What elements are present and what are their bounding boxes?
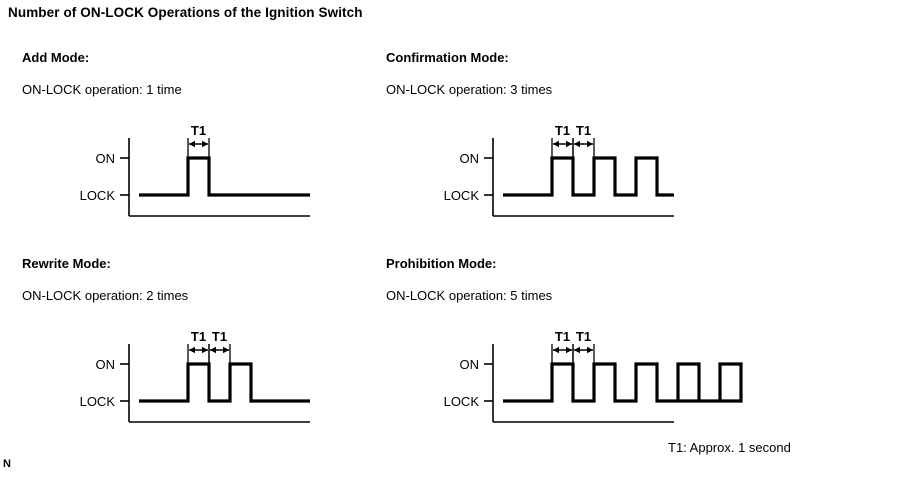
lock-level-label: LOCK: [444, 188, 480, 203]
waveform-rewrite-mode: ON LOCK T1 T1: [80, 329, 310, 423]
t1-label: T1: [555, 329, 570, 344]
on-level-label: ON: [96, 151, 116, 166]
t1-dimension-1: T1: [551, 329, 574, 364]
page-title: Number of ON-LOCK Operations of the Igni…: [8, 5, 363, 20]
t1-label: T1: [191, 329, 206, 344]
on-level-label: ON: [96, 357, 116, 372]
signal-trace: [139, 362, 310, 403]
t1-dimension-2: T1: [572, 329, 595, 364]
t1-label: T1: [212, 329, 227, 344]
lock-level-label: LOCK: [80, 394, 116, 409]
t1-dimension-1: T1: [187, 329, 210, 364]
t1-dimension-1: T1: [551, 123, 574, 158]
t1-label: T1: [191, 123, 206, 138]
panel-title-rewrite-mode: Rewrite Mode:: [22, 256, 111, 271]
panel-title-add-mode: Add Mode:: [22, 50, 90, 65]
t1-label: T1: [555, 123, 570, 138]
waveform-prohibition-mode: ON LOCK T1 T1: [444, 329, 743, 423]
panel-operation-count-confirmation-mode: ON-LOCK operation: 3 times: [386, 82, 553, 97]
waveform-container-confirmation-mode: ON LOCK T1 T1: [372, 106, 824, 226]
waveform-container-prohibition-mode: ON LOCK T1 T1: [372, 312, 824, 432]
lock-level-label: LOCK: [444, 394, 480, 409]
panel-prohibition-mode: Prohibition Mode: ON-LOCK operation: 5 ti…: [372, 256, 824, 456]
waveform-add-mode: ON LOCK T1: [80, 123, 310, 217]
waveform-container-add-mode: ON LOCK T1: [8, 106, 460, 226]
t1-label: T1: [576, 123, 591, 138]
on-level-label: ON: [460, 151, 480, 166]
lock-level-label: LOCK: [80, 188, 116, 203]
panel-title-prohibition-mode: Prohibition Mode:: [386, 256, 497, 271]
waveform-container-rewrite-mode: ON LOCK T1 T1: [8, 312, 460, 432]
panel-operation-count-rewrite-mode: ON-LOCK operation: 2 times: [22, 288, 189, 303]
panel-operation-count-add-mode: ON-LOCK operation: 1 time: [22, 82, 182, 97]
t1-dimension-2: T1: [208, 329, 231, 364]
panel-operation-count-prohibition-mode: ON-LOCK operation: 5 times: [386, 288, 553, 303]
t1-footnote: T1: Approx. 1 second: [668, 440, 791, 455]
signal-trace: [503, 362, 743, 403]
panel-confirmation-mode: Confirmation Mode: ON-LOCK operation: 3 t…: [372, 50, 824, 250]
t1-label: T1: [576, 329, 591, 344]
signal-trace: [139, 156, 310, 197]
waveform-confirmation-mode: ON LOCK T1 T1: [444, 123, 674, 217]
t1-dimension-2: T1: [572, 123, 595, 158]
panel-title-confirmation-mode: Confirmation Mode:: [386, 50, 509, 65]
corner-mark: N: [3, 458, 11, 470]
on-level-label: ON: [460, 357, 480, 372]
signal-trace: [503, 156, 674, 197]
t1-dimension-1: T1: [187, 123, 210, 158]
